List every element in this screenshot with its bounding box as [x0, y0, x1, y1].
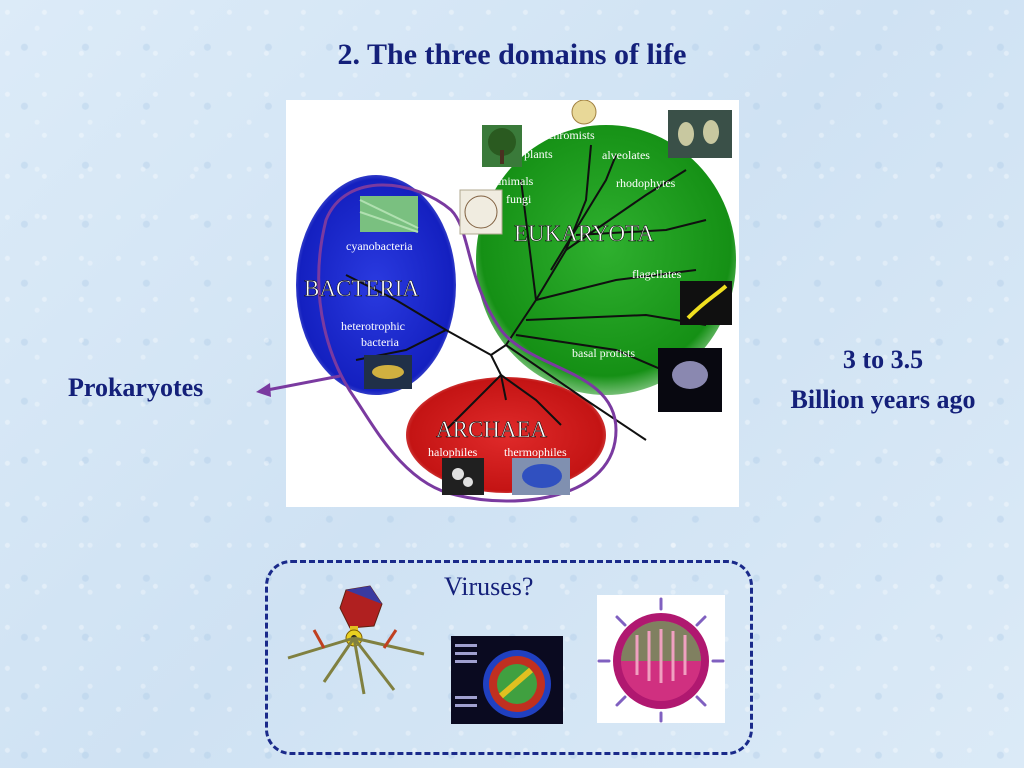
organism-thumbnails — [359, 100, 732, 495]
alveolates-label: alveolates — [602, 148, 650, 162]
eukaryota-label: EUKARYOTA — [514, 221, 654, 246]
tree-diagram: BACTERIA EUKARYOTA ARCHAEA cyanobacteria… — [296, 100, 736, 503]
influenza-virus-image — [597, 595, 725, 723]
age-value: 3 to 3.5 — [842, 345, 924, 374]
plants-label: plants — [524, 147, 553, 161]
basal-protists-label: basal protists — [572, 346, 635, 360]
prokaryotes-label: Prokaryotes — [68, 373, 204, 402]
thermophiles-label: thermophiles — [504, 445, 567, 459]
eukaryota-region — [476, 125, 736, 395]
heterotrophic-label: heterotrophic — [341, 319, 405, 333]
age-unit: Billion years ago — [790, 385, 976, 414]
viruses-label: Viruses? — [444, 572, 534, 601]
halophiles-label: halophiles — [428, 445, 478, 459]
fungi-label: fungi — [506, 192, 532, 206]
viruses-box — [265, 560, 753, 755]
animals-label: animals — [496, 174, 534, 188]
bacteriophage-image — [287, 585, 425, 695]
bacteria-label: BACTERIA — [304, 276, 419, 301]
heterotrophic-bacteria-label: bacteria — [361, 335, 400, 349]
age-annotation: 3 to 3.5 Billion years ago — [760, 340, 1006, 420]
tree-of-life-figure: BACTERIA EUKARYOTA ARCHAEA cyanobacteria… — [286, 100, 739, 507]
prokaryotes-arrow — [256, 374, 341, 397]
cyanobacteria-label: cyanobacteria — [346, 239, 413, 253]
archaea-label: ARCHAEA — [436, 417, 548, 442]
chromists-label: chromists — [548, 128, 595, 142]
flagellates-label: flagellates — [632, 267, 682, 281]
slide-title: 2. The three domains of life — [337, 38, 687, 71]
prokaryote-outline — [317, 183, 618, 503]
virus-cross-section-image — [451, 636, 563, 724]
rhodophytes-label: rhodophytes — [616, 176, 676, 190]
